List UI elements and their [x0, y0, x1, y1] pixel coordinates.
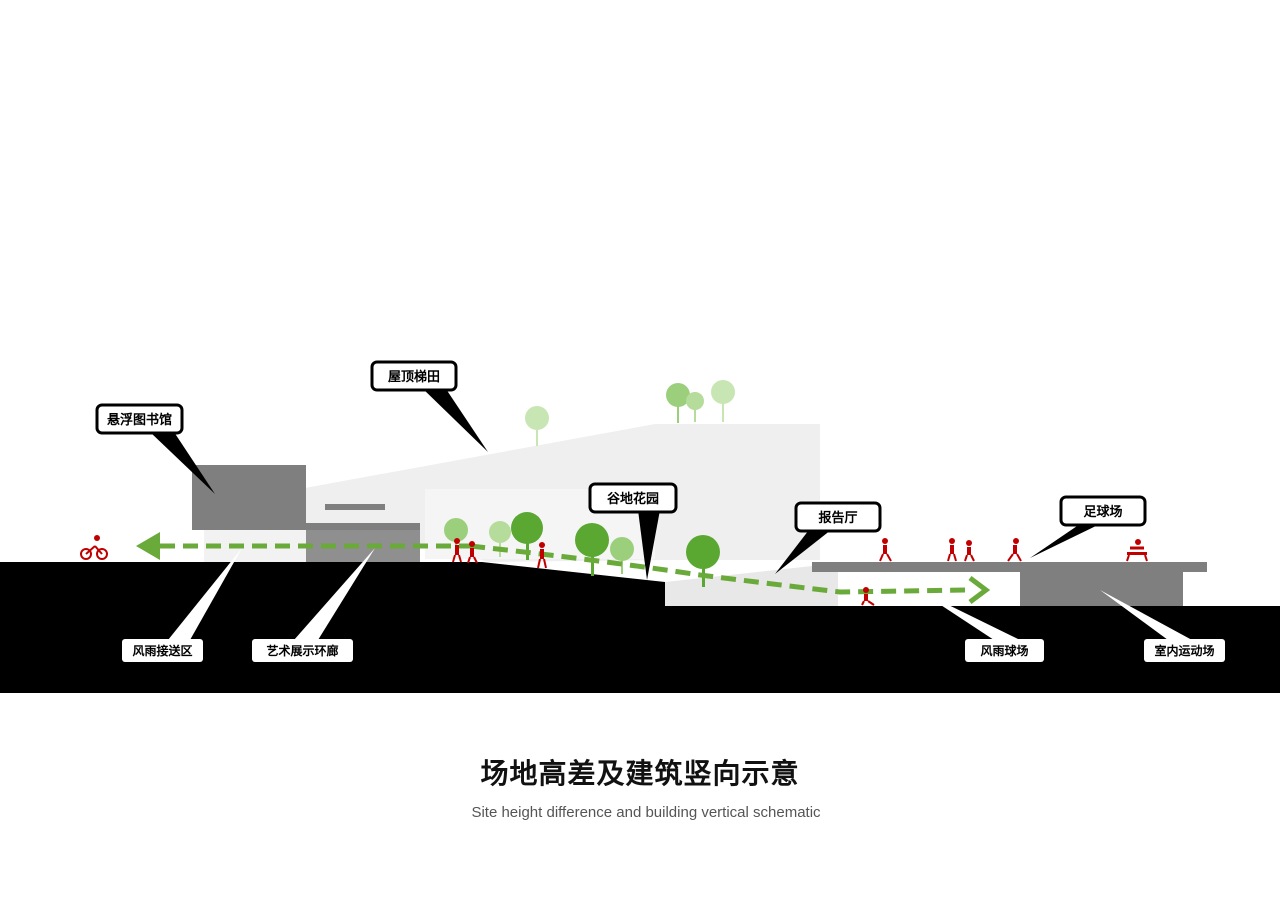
person-6 [964, 540, 975, 562]
callout-valley-garden: 谷地花园 [588, 482, 678, 514]
pointer-sheltered-dropoff [168, 548, 242, 640]
roof-slab [325, 504, 385, 510]
callout-floating-library: 悬浮图书馆 [95, 403, 184, 435]
tree-roof-2 [666, 383, 690, 423]
callout-lecture-hall-text: 报告厅 [818, 510, 857, 526]
label-art-gallery-corridor-text: 艺术展示环廊 [266, 643, 338, 658]
callout-valley-garden-text: 谷地花园 [607, 491, 659, 507]
tree-2 [489, 521, 511, 557]
tree-5 [610, 537, 634, 574]
tree-roof-1 [525, 406, 549, 446]
tree-roof-4 [711, 380, 735, 422]
people [80, 535, 1148, 606]
label-sheltered-dropoff: 风雨接送区 [122, 639, 203, 662]
person-9 [861, 587, 875, 606]
label-sheltered-dropoff-text: 风雨接送区 [132, 643, 192, 658]
label-art-gallery-corridor: 艺术展示环廊 [252, 639, 353, 662]
lecture-hall-mass [665, 566, 838, 606]
floating-library-block [192, 465, 306, 530]
diagram-title: 场地高差及建筑竖向示意 [480, 757, 800, 790]
pointer-lecture-hall [775, 526, 836, 574]
tree-4 [575, 523, 609, 576]
person-7 [1007, 538, 1022, 562]
label-sheltered-court: 风雨球场 [965, 639, 1044, 662]
gallery-block-top [306, 523, 420, 530]
pointer-football-field [1030, 524, 1100, 558]
callout-pointers [150, 386, 1100, 580]
pointer-art-gallery [294, 548, 375, 640]
label-indoor-sports-hall-text: 室内运动场 [1154, 643, 1214, 658]
callout-floating-library-text: 悬浮图书馆 [107, 412, 172, 428]
callout-football-field-text: 足球场 [1083, 504, 1122, 520]
football-deck [812, 562, 1207, 572]
trees [444, 380, 735, 587]
tree-3 [511, 512, 543, 560]
callout-roof-terraces-text: 屋顶梯田 [388, 369, 440, 385]
person-1 [452, 538, 462, 563]
pointer-roof-terraces [420, 386, 488, 452]
pointer-valley-garden [638, 510, 660, 580]
person-2 [467, 541, 478, 564]
callout-roof-terraces: 屋顶梯田 [370, 360, 458, 392]
tree-6 [686, 535, 720, 587]
indoor-sports-block [1020, 572, 1183, 607]
arrow-head-left [136, 532, 160, 560]
person-4 [879, 538, 892, 562]
arrow-head-right [968, 576, 991, 604]
pointer-floating-library [150, 432, 215, 494]
label-pointers [168, 548, 1192, 640]
label-indoor-sports-hall: 室内运动场 [1144, 639, 1225, 662]
person-3 [537, 542, 547, 569]
pointer-indoor-sports [1100, 590, 1192, 640]
callout-football-field: 足球场 [1059, 495, 1147, 527]
callout-lecture-hall: 报告厅 [794, 501, 882, 533]
pointer-sheltered-court [918, 590, 1020, 640]
person-8 [1126, 539, 1148, 562]
cyclist-figure [80, 535, 108, 560]
diagram-subtitle: Site height difference and building vert… [471, 804, 821, 821]
person-5 [947, 538, 957, 562]
label-sheltered-court-text: 风雨球场 [980, 643, 1028, 658]
tree-roof-3 [686, 392, 704, 422]
